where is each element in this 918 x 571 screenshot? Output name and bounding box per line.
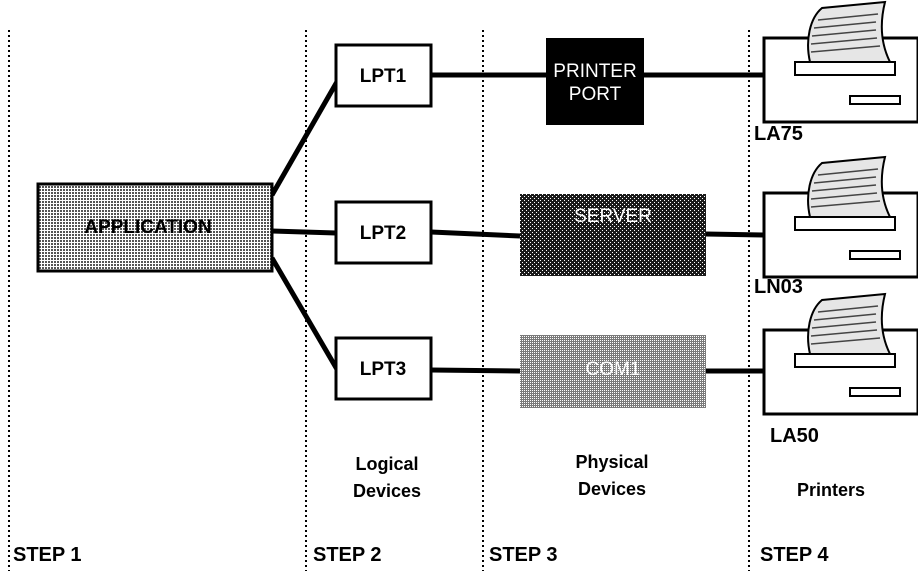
printer-icon xyxy=(762,292,918,416)
printer-icon xyxy=(762,0,918,124)
physical-device-com1: COM1 xyxy=(520,335,706,408)
printer-la75: LA75 xyxy=(754,0,918,145)
connectors xyxy=(269,72,765,374)
printer-port-label-line1: PRINTER xyxy=(553,61,636,82)
printer-ln03-label: LN03 xyxy=(754,276,803,298)
printer-la50: LA50 xyxy=(762,292,918,447)
application-label: APPLICATION xyxy=(84,217,211,238)
connector-app-lpt1 xyxy=(269,78,341,197)
printer-ln03: LN03 xyxy=(754,155,918,298)
lpt3-label: LPT3 xyxy=(360,359,406,380)
physical-devices-caption-line2: Devices xyxy=(578,479,646,499)
lpt1-label: LPT1 xyxy=(360,66,407,87)
connector-server-ln03 xyxy=(705,231,765,238)
connector-lpt2-server xyxy=(430,229,521,239)
step2-label: STEP 2 xyxy=(313,544,382,566)
step4-label: STEP 4 xyxy=(760,544,829,566)
logical-device-lpt1: LPT1 xyxy=(334,43,433,108)
printer-icon xyxy=(762,155,918,279)
application-node: APPLICATION xyxy=(36,182,274,273)
lpt2-label: LPT2 xyxy=(360,223,406,244)
physical-devices-caption-line1: Physical xyxy=(575,452,648,472)
physical-device-printer-port: PRINTER PORT xyxy=(546,38,644,125)
printers-caption: Printers xyxy=(797,480,865,500)
printer-la75-label: LA75 xyxy=(754,123,803,145)
printer-la50-label: LA50 xyxy=(770,425,819,447)
step3-label: STEP 3 xyxy=(489,544,558,566)
com1-label: COM1 xyxy=(586,359,641,380)
step-separators xyxy=(8,30,750,571)
logical-device-lpt2: LPT2 xyxy=(334,200,433,265)
connector-lpt3-com1 xyxy=(430,367,521,374)
logical-devices-caption-line2: Devices xyxy=(353,481,421,501)
connector-app-lpt3 xyxy=(269,256,341,373)
server-label: SERVER xyxy=(574,206,652,227)
physical-device-server: SERVER xyxy=(520,194,706,276)
printer-port-label-line2: PORT xyxy=(569,84,622,105)
connector-app-lpt2 xyxy=(271,228,337,236)
step1-label: STEP 1 xyxy=(13,544,82,566)
logical-device-lpt3: LPT3 xyxy=(334,336,433,401)
logical-devices-caption-line1: Logical xyxy=(355,454,418,474)
